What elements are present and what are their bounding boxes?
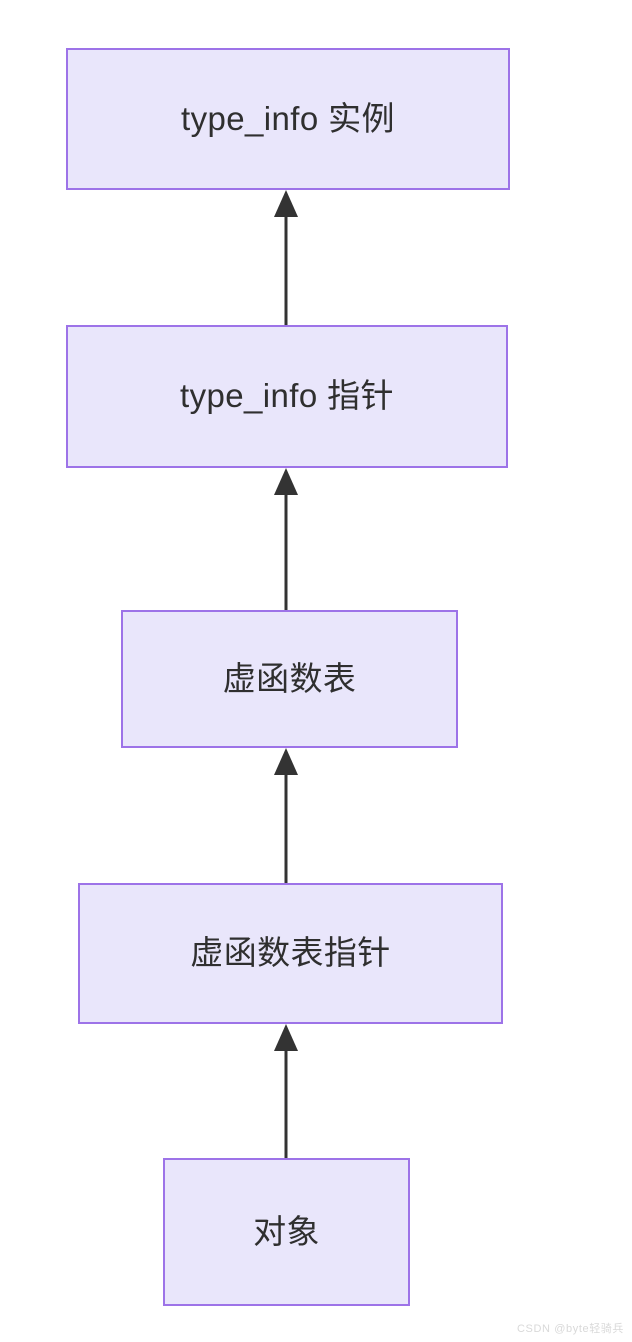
node-label-type-info-instance: type_info 实例	[181, 99, 395, 137]
edge-object-to-vtable-pointer	[273, 1024, 299, 1158]
node-label-object: 对象	[253, 1212, 320, 1250]
node-type-info-pointer[interactable]: type_info 指针	[66, 325, 508, 468]
edge-vtable-pointer-to-vtable	[273, 748, 299, 883]
node-vtable[interactable]: 虚函数表	[121, 610, 458, 748]
node-object[interactable]: 对象	[163, 1158, 410, 1306]
watermark: CSDN @byte轻骑兵	[517, 1323, 624, 1335]
node-label-type-info-pointer: type_info 指针	[180, 377, 394, 415]
node-type-info-instance[interactable]: type_info 实例	[66, 48, 510, 190]
edge-type-info-pointer-to-instance	[273, 190, 299, 325]
node-label-vtable-pointer: 虚函数表指针	[190, 934, 391, 972]
edge-vtable-to-type-info-pointer	[273, 468, 299, 610]
node-label-vtable: 虚函数表	[222, 659, 357, 697]
node-vtable-pointer[interactable]: 虚函数表指针	[78, 883, 503, 1024]
